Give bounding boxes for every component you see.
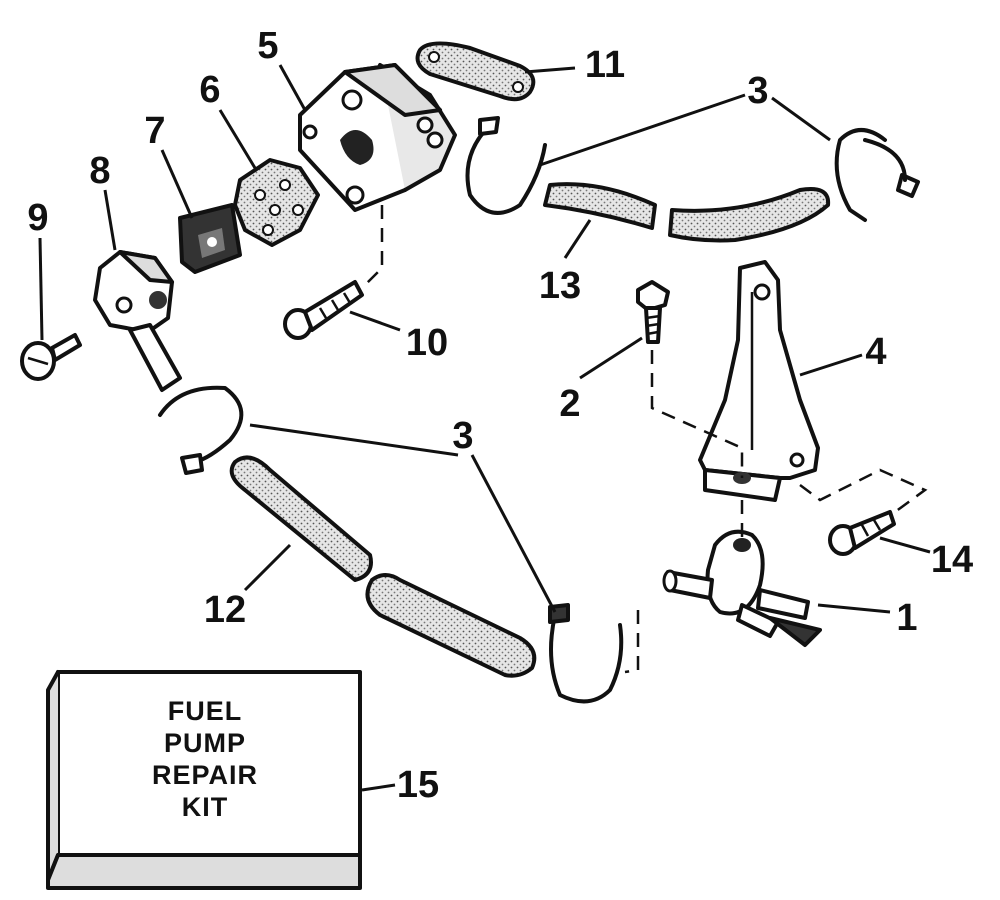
kit-label-line-4: KIT <box>182 792 229 822</box>
kit-label-line-3: REPAIR <box>152 760 258 790</box>
callout-12: 12 <box>204 589 246 631</box>
callout-8: 8 <box>89 150 110 192</box>
part-11-gasket <box>415 41 536 102</box>
callout-4: 4 <box>865 331 886 373</box>
part-1-valve <box>662 529 822 647</box>
part-3-lower-clamp <box>158 385 624 704</box>
callout-3-upper: 3 <box>747 70 768 112</box>
part-3-upper-clamp <box>465 116 920 222</box>
part-7-plate <box>178 203 242 274</box>
alignment-lines <box>361 205 928 674</box>
part-14-screw <box>828 510 896 556</box>
callout-14: 14 <box>931 539 973 581</box>
callout-9: 9 <box>27 197 48 239</box>
callout-3-lower: 3 <box>452 415 473 457</box>
part-13-upper-hose <box>543 182 831 243</box>
part-8-pump-cover <box>93 250 182 392</box>
part-5-pump-body <box>298 63 457 212</box>
part-12-lower-hose <box>229 455 537 678</box>
callout-5: 5 <box>257 25 278 67</box>
callout-7: 7 <box>144 110 165 152</box>
part-2-screw <box>636 280 670 344</box>
kit-label-line-2: PUMP <box>164 728 246 758</box>
part-9-screw <box>20 333 82 381</box>
part-6-diaphragm <box>233 158 320 247</box>
part-15-repair-kit-box: FUEL PUMP REPAIR KIT <box>46 670 362 890</box>
part-10-screw <box>283 280 364 340</box>
callout-1: 1 <box>896 597 917 639</box>
callout-15: 15 <box>397 764 439 806</box>
callout-labels: 5 6 7 8 9 10 11 3 13 2 4 14 1 3 12 15 <box>27 25 973 806</box>
part-4-bracket <box>698 260 820 502</box>
callout-6: 6 <box>199 69 220 111</box>
callout-13: 13 <box>539 265 581 307</box>
callout-10: 10 <box>406 322 448 364</box>
callout-2: 2 <box>559 383 580 425</box>
kit-label-line-1: FUEL <box>168 696 243 726</box>
callout-11: 11 <box>585 44 625 86</box>
leader-lines <box>38 64 931 792</box>
